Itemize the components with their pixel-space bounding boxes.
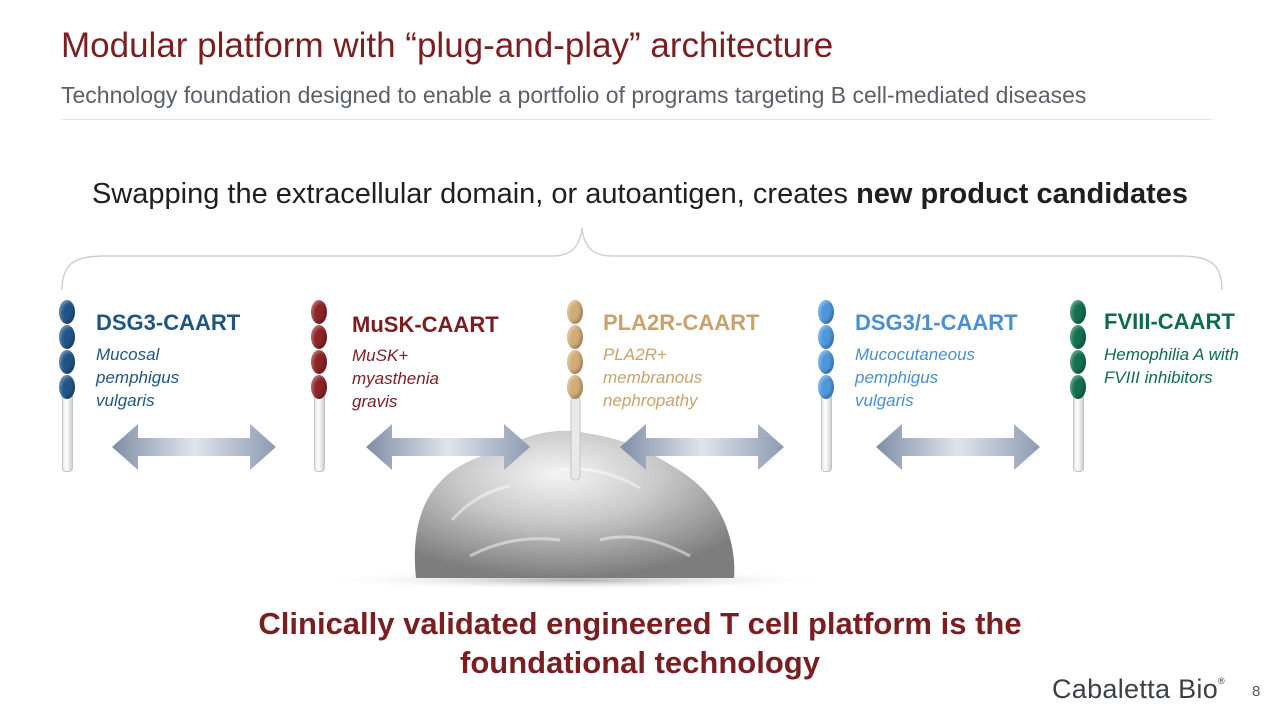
receptor-domain xyxy=(311,300,327,324)
slide-title: Modular platform with “plug-and-play” ar… xyxy=(61,26,834,65)
desc-line: PLA2R+ xyxy=(603,345,667,364)
receptor-dsg31 xyxy=(818,296,834,476)
double-headed-arrow-icon xyxy=(112,424,276,470)
desc-line: MuSK+ xyxy=(352,346,409,365)
program-name: DSG3/1-CAART xyxy=(855,310,1018,335)
desc-line: nephropathy xyxy=(603,391,698,410)
desc-line: pemphigus xyxy=(855,368,939,387)
slide-subtitle: Technology foundation designed to enable… xyxy=(61,82,1087,108)
desc-line: FVIII inhibitors xyxy=(1104,368,1213,387)
double-headed-arrow-icon xyxy=(876,424,1040,470)
page-number: 8 xyxy=(1252,683,1261,700)
footer-line: Clinically validated engineered T cell p… xyxy=(258,606,1022,641)
receptor-domain xyxy=(818,375,834,399)
program-desc: MuSK+ myasthenia gravis xyxy=(352,344,439,413)
receptor-domain xyxy=(818,325,834,349)
program-name: FVIII-CAART xyxy=(1104,309,1235,334)
desc-line: Mucocutaneous xyxy=(855,345,976,364)
receptor-domain xyxy=(567,350,583,374)
headline: Swapping the extracellular domain, or au… xyxy=(0,178,1280,211)
double-headed-arrow-icon xyxy=(366,424,530,470)
receptor-pla2r xyxy=(567,296,583,476)
receptor-domain xyxy=(1070,325,1086,349)
receptor-domain xyxy=(311,325,327,349)
program-desc: PLA2R+ membranous nephropathy xyxy=(603,343,702,412)
desc-line: gravis xyxy=(352,392,398,411)
headline-normal: Swapping the extracellular domain, or au… xyxy=(91,178,857,210)
curly-brace xyxy=(61,227,1223,291)
program-desc: Mucosal pemphigus vulgaris xyxy=(96,343,179,412)
receptor-stalk xyxy=(821,392,832,472)
title-divider xyxy=(61,119,1213,120)
receptor-domain xyxy=(1070,375,1086,399)
desc-line: Mucosal xyxy=(96,345,160,364)
double-headed-arrow-icon xyxy=(620,424,784,470)
receptor-domain xyxy=(818,300,834,324)
receptor-domain xyxy=(59,300,75,324)
footer-statement: Clinically validated engineered T cell p… xyxy=(0,604,1280,682)
footer-line: foundational technology xyxy=(460,645,820,680)
receptor-stalk xyxy=(314,392,325,472)
registered-mark: ® xyxy=(1218,676,1225,686)
desc-line: pemphigus xyxy=(96,368,180,387)
receptor-domain xyxy=(1070,300,1086,324)
receptor-musk xyxy=(311,296,327,476)
logo-text: Cabaletta Bio xyxy=(1052,674,1219,704)
receptor-domain xyxy=(59,350,75,374)
receptor-domain xyxy=(818,350,834,374)
receptor-domain xyxy=(59,375,75,399)
desc-line: Hemophilia A with xyxy=(1104,345,1239,364)
desc-line: myasthenia xyxy=(352,369,439,388)
receptor-domain xyxy=(567,375,583,399)
receptor-domain xyxy=(311,350,327,374)
receptor-domain xyxy=(567,300,583,324)
desc-line: vulgaris xyxy=(96,391,155,410)
receptor-dsg3 xyxy=(59,296,75,476)
company-logo: Cabaletta Bio® xyxy=(1052,674,1225,705)
desc-line: vulgaris xyxy=(855,391,914,410)
receptor-domain xyxy=(1070,350,1086,374)
receptor-stalk xyxy=(1073,392,1084,472)
receptor-domain xyxy=(59,325,75,349)
receptor-domain xyxy=(311,375,327,399)
headline-bold: new product candidates xyxy=(856,178,1189,210)
receptor-stalk xyxy=(62,392,73,472)
desc-line: membranous xyxy=(603,368,703,387)
program-desc: Mucocutaneous pemphigus vulgaris xyxy=(855,343,975,412)
program-desc: Hemophilia A with FVIII inhibitors xyxy=(1104,343,1239,389)
program-name: DSG3-CAART xyxy=(96,310,241,335)
receptor-domain xyxy=(567,325,583,349)
program-name: MuSK-CAART xyxy=(352,312,499,337)
receptor-fviii xyxy=(1070,296,1086,476)
program-name: PLA2R-CAART xyxy=(603,310,760,335)
